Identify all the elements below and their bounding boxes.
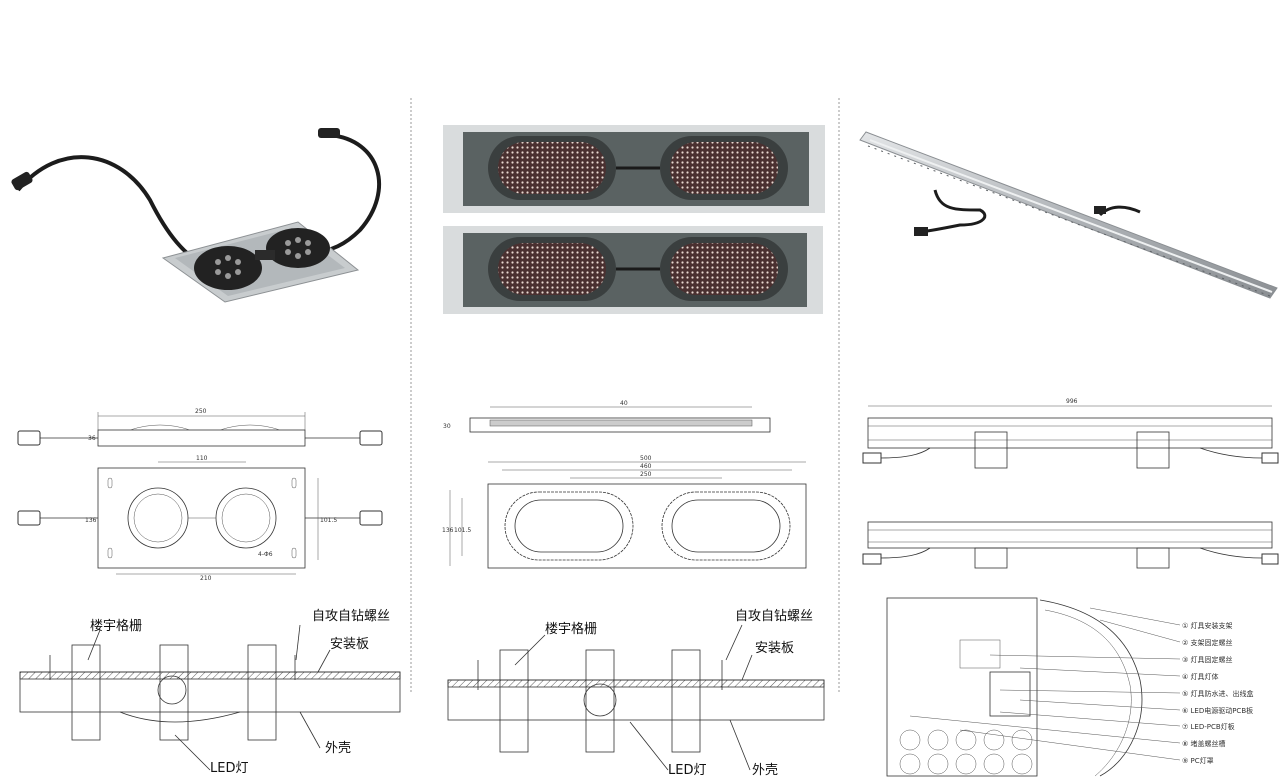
left-dim-height: 136 [85, 517, 97, 524]
middle-shell-label: 外壳 [752, 763, 778, 778]
legend-item-9: ⑨ PC灯罩 [1182, 756, 1214, 765]
right-dim-length: 996 [1066, 398, 1078, 405]
left-dim-inner: 110 [196, 455, 208, 462]
legend-item-5: ⑤ 灯具防水进、出线盒 [1182, 689, 1254, 698]
middle-screw-label: 自攻自钻螺丝 [735, 609, 813, 624]
left-dim-right: 101.5 [320, 517, 337, 524]
legend-item-4: ④ 灯具灯体 [1182, 672, 1219, 681]
left-install-diagram: 楼宇格栅 自攻自钻螺丝 安装板 LED灯 外壳 [19, 609, 401, 776]
middle-plate-label: 安装板 [755, 641, 794, 656]
middle-install-diagram: 楼宇格栅 自攻自钻螺丝 安装板 LED灯 外壳 [447, 609, 825, 778]
middle-dim-460: 460 [640, 463, 652, 470]
left-product-photo [11, 128, 382, 303]
left-led-label: LED灯 [210, 761, 248, 776]
right-legend: ① 灯具安装支架 ② 支架固定螺丝 ③ 灯具固定螺丝 ④ 灯具灯体 ⑤ 灯具防水… [1182, 621, 1254, 765]
left-plate-label: 安装板 [330, 637, 369, 652]
left-top-view-drawing: 110 136 101.5 4-Φ6 210 [17, 455, 383, 582]
right-cross-section-detail [886, 597, 1181, 777]
left-dim-top: 250 [195, 408, 207, 415]
legend-item-7: ⑦ LED-PCB灯板 [1182, 722, 1235, 731]
middle-side-view-drawing: 40 30 [443, 400, 771, 433]
middle-product-photo-1 [443, 125, 825, 213]
middle-dim-inner: 101.5 [454, 527, 471, 534]
middle-dim-250: 250 [640, 471, 652, 478]
middle-product-photo-2 [443, 226, 823, 314]
middle-dim-side: 30 [443, 423, 451, 430]
middle-dim-height: 136 [442, 527, 454, 534]
left-shell-label: 外壳 [325, 741, 351, 756]
middle-led-label: LED灯 [668, 763, 706, 778]
legend-item-8: ⑧ 堵盖螺丝槽 [1182, 739, 1226, 748]
legend-item-1: ① 灯具安装支架 [1182, 621, 1233, 630]
legend-item-3: ③ 灯具固定螺丝 [1182, 655, 1233, 664]
legend-item-6: ⑥ LED电源驱动PCB板 [1182, 706, 1253, 715]
middle-grille-label: 楼宇格栅 [545, 621, 597, 637]
right-front-view-2 [862, 521, 1279, 569]
middle-top-view-drawing: 500 460 250 136 101.5 [442, 455, 807, 569]
left-screw-label: 自攻自钻螺丝 [312, 609, 390, 624]
left-dim-bottom: 210 [200, 575, 212, 582]
left-grille-label: 楼宇格栅 [90, 618, 142, 634]
middle-dim-top: 40 [620, 400, 628, 407]
middle-dim-500: 500 [640, 455, 652, 462]
right-front-view-1: 996 [862, 398, 1279, 469]
right-product-photo [859, 131, 1278, 299]
legend-item-2: ② 支架固定螺丝 [1182, 638, 1233, 647]
left-dim-side: 36 [88, 435, 96, 442]
left-side-view-drawing: 250 36 [17, 408, 383, 447]
left-hole-label: 4-Φ6 [258, 551, 273, 558]
